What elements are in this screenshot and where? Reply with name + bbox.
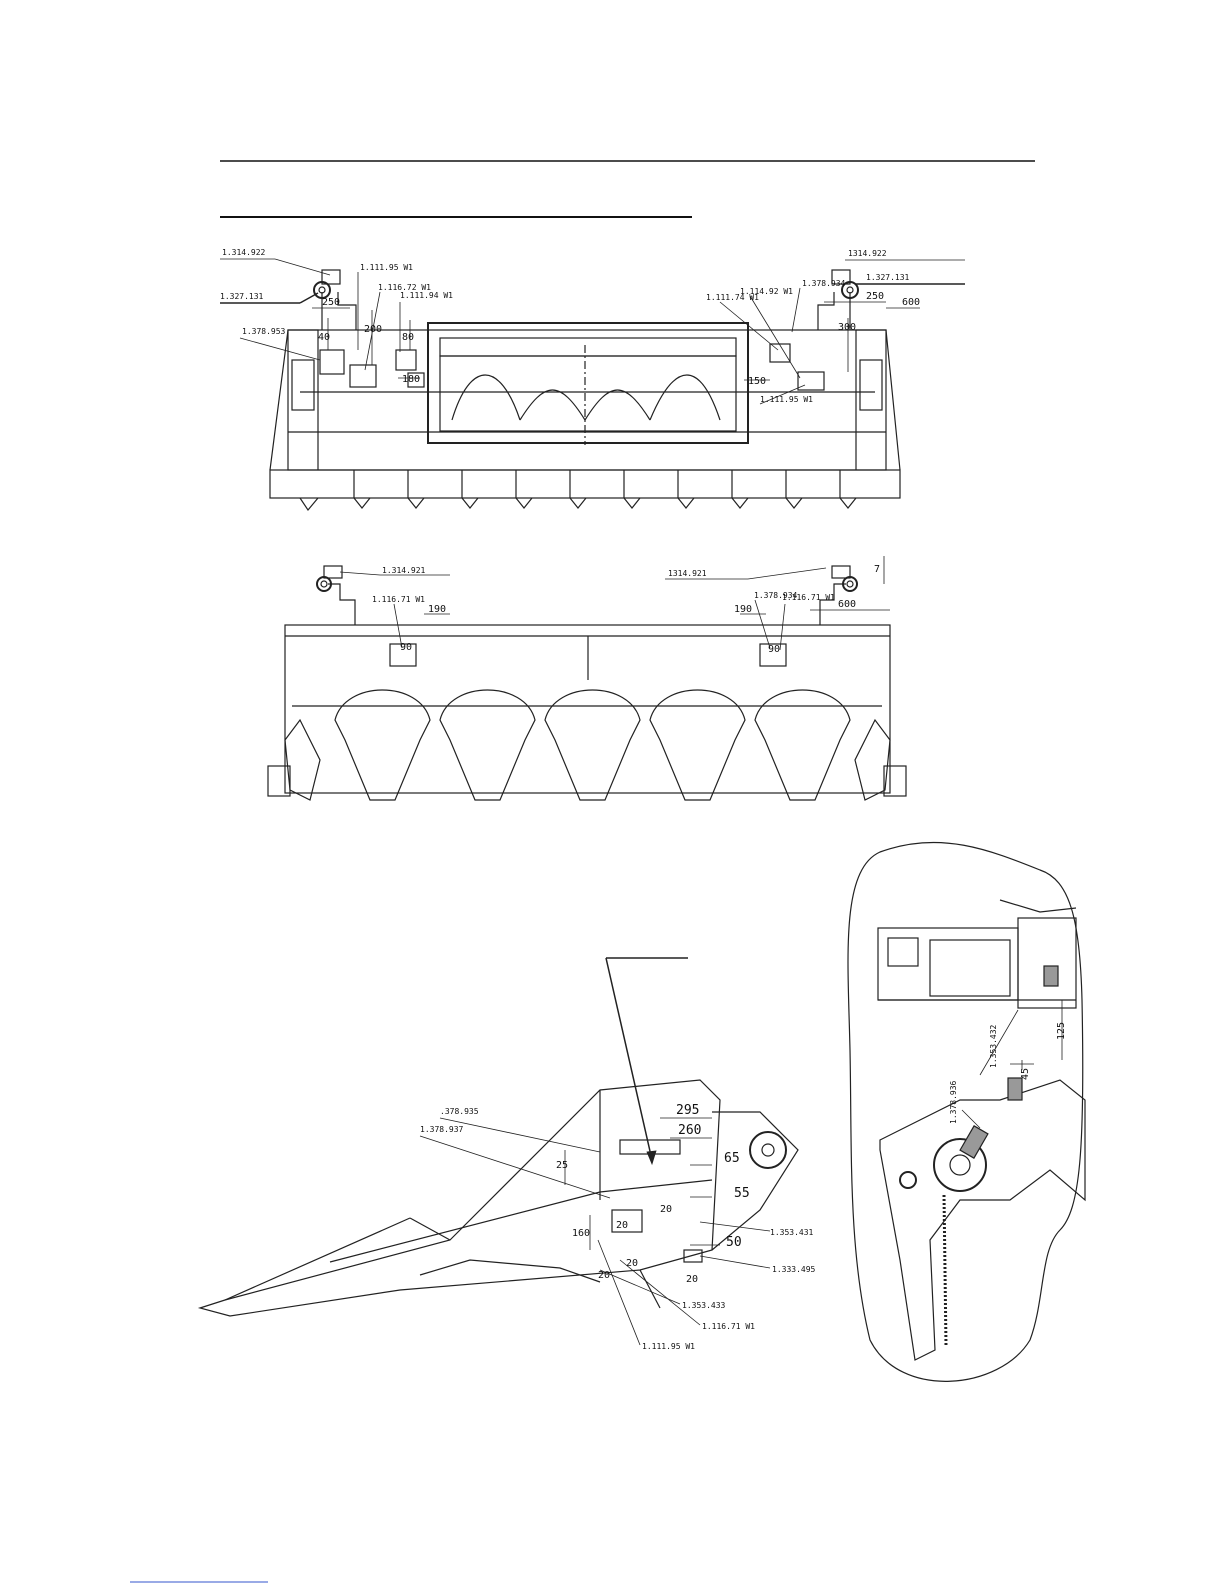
dim-side-20e: 20 (686, 1274, 698, 1285)
label-tr-a: 1.378.934 (802, 279, 846, 288)
detail-view-leaders (961, 1000, 1063, 1129)
front-view (269, 269, 901, 512)
label-side-a: .378.935 (440, 1107, 479, 1116)
dim-side-20d: 20 (598, 1270, 610, 1281)
label-tl-b: 1.116.72 W1 (378, 283, 431, 292)
label-rear-r-sticker: 1314.921 (668, 569, 707, 578)
side-view-labels: .378.935 1.378.937 1.353.431 1.333.495 1… (420, 1103, 816, 1351)
rear-view (267, 565, 907, 801)
dim-side-295: 295 (676, 1103, 699, 1118)
label-side-d: 1.333.495 (772, 1265, 816, 1274)
label-tl-reflector: 1.327.131 (220, 292, 264, 301)
label-detail-b: 1.378.936 (949, 1080, 958, 1124)
front-view-labels: 1.314.922 1.327.131 1.111.95 W1 1.116.72… (220, 248, 920, 404)
label-tr-sticker: 1314.922 (848, 249, 887, 258)
dim-600-right: 600 (902, 297, 920, 308)
dim-side-20b: 20 (660, 1204, 672, 1215)
dim-side-20a: 20 (616, 1220, 628, 1231)
side-view-leaders (419, 957, 771, 1346)
dim-250-left: 250 (322, 297, 340, 308)
label-tr-c: 1.111.74 W1 (706, 293, 759, 302)
label-rear-r-a: 1.378.934 (754, 591, 798, 600)
label-tr-b: 1.114.92 W1 (740, 287, 793, 296)
label-rear-l-sticker: 1.314.921 (382, 566, 426, 575)
dim-rear-90-left: 90 (400, 642, 412, 653)
label-tr-d: 1.111.95 W1 (760, 395, 813, 404)
detail-view (847, 841, 1086, 1382)
dim-side-65: 65 (724, 1151, 740, 1166)
dim-detail-125: 125 (1056, 1022, 1067, 1040)
front-view-leaders (220, 258, 965, 405)
dim-180-left: 180 (402, 374, 420, 385)
dim-200-left: 200 (364, 324, 382, 335)
label-side-b: 1.378.937 (420, 1125, 464, 1134)
rear-view-leaders (339, 556, 890, 651)
label-tl-sticker: 1.314.922 (222, 248, 266, 257)
dim-rear-7-right: 7 (874, 564, 880, 575)
dim-rear-600-right: 600 (838, 599, 856, 610)
label-side-e: 1.353.433 (682, 1301, 726, 1310)
dim-side-160: 160 (572, 1228, 590, 1239)
dim-250-right: 250 (866, 291, 884, 302)
snout-row (284, 689, 891, 801)
label-tl-c: 1.111.94 W1 (400, 291, 453, 300)
label-tl-a: 1.111.95 W1 (360, 263, 413, 272)
dim-300-right: 300 (838, 322, 856, 333)
side-view (197, 1079, 799, 1317)
dim-rear-190-right: 190 (734, 604, 752, 615)
label-side-g: 1.111.95 W1 (642, 1342, 695, 1351)
dim-side-25: 25 (556, 1160, 568, 1171)
dim-side-260: 260 (678, 1123, 701, 1138)
dim-side-50: 50 (726, 1235, 742, 1250)
label-side-c: 1.353.431 (770, 1228, 814, 1237)
dim-150-right: 150 (748, 376, 766, 387)
label-rear-r-b: 1.116.71 W1 (782, 593, 835, 602)
dim-rear-190-left: 190 (428, 604, 446, 615)
label-detail-a: 1.353.432 (989, 1024, 998, 1068)
dim-side-20c: 20 (626, 1258, 638, 1269)
dim-80-left: 80 (402, 332, 414, 343)
label-rear-l-a: 1.116.71 W1 (372, 595, 425, 604)
rear-view-labels: 1.314.921 1314.921 1.116.71 W1 1.378.934… (372, 564, 880, 655)
detail-outline (847, 841, 1084, 1382)
dim-rear-90-right: 90 (768, 644, 780, 655)
dim-side-55: 55 (734, 1186, 750, 1201)
label-side-f: 1.116.71 W1 (702, 1322, 755, 1331)
dim-40-left: 40 (318, 332, 330, 343)
label-tr-reflector: 1.327.131 (866, 273, 910, 282)
label-tl-left: 1.378.953 (242, 327, 286, 336)
detail-view-labels: 1.353.432 1.378.936 125 45 (949, 1022, 1067, 1124)
dim-detail-45: 45 (1020, 1068, 1031, 1080)
